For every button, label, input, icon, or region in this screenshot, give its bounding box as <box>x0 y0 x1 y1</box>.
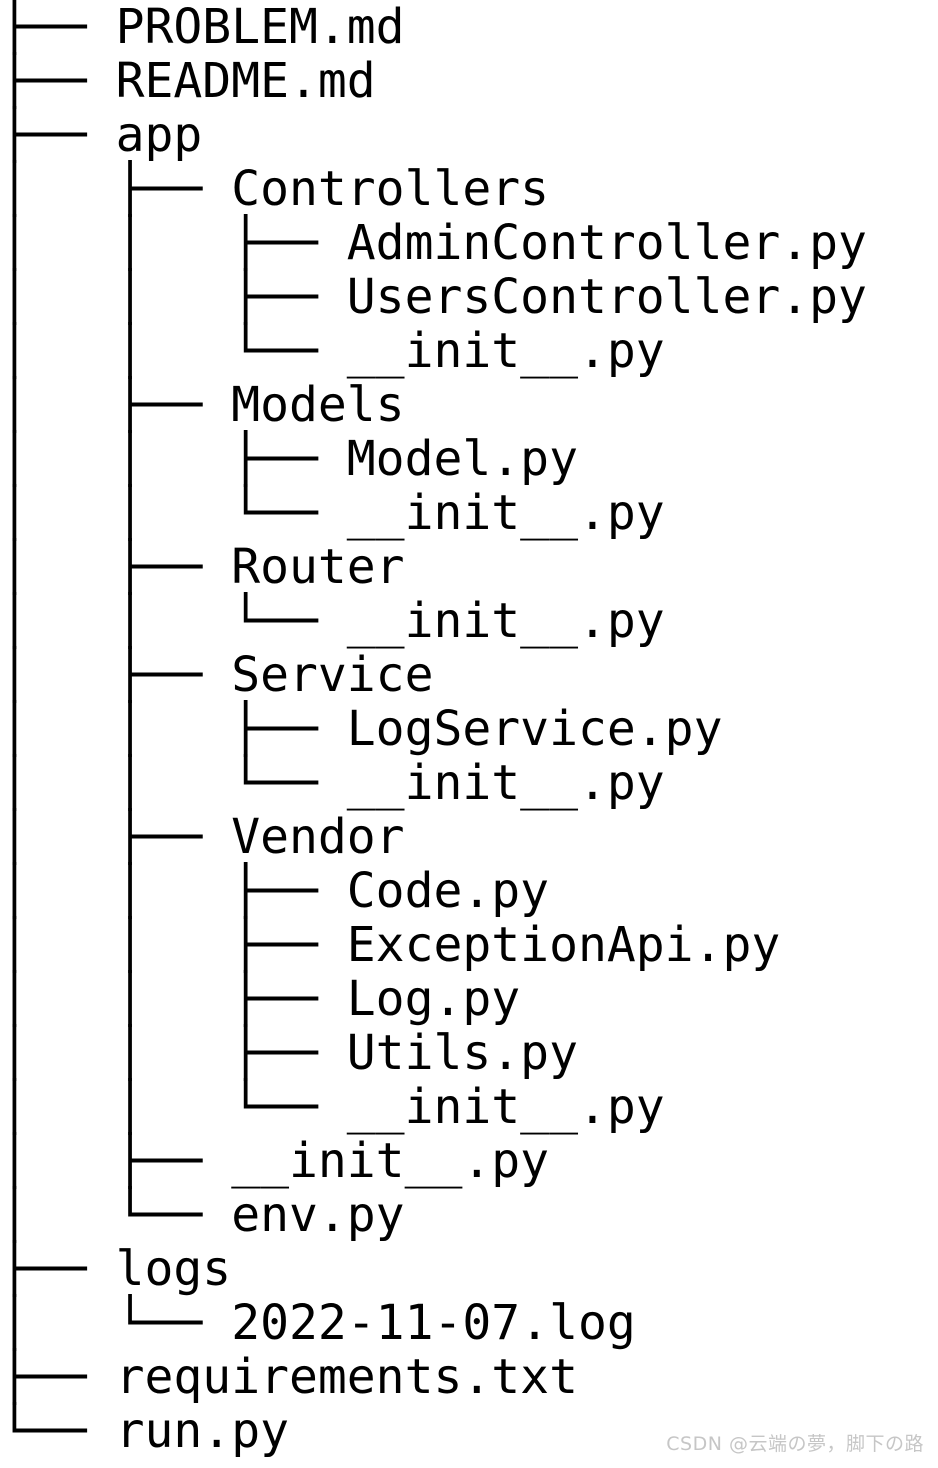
tree-row: │ │ ├── UsersController.py <box>0 270 938 324</box>
tree-branch-connector: │ │ ├── <box>0 431 347 487</box>
tree-directory-name: app <box>115 107 203 163</box>
tree-branch-connector: │ ├── <box>0 1133 232 1189</box>
tree-branch-connector: │ │ └── <box>0 593 347 649</box>
tree-file-name: AdminController.py <box>346 215 867 271</box>
tree-row: ├── logs <box>0 1242 938 1296</box>
tree-file-name: __init__.py <box>346 755 665 811</box>
tree-row: │ │ ├── ExceptionApi.py <box>0 918 938 972</box>
tree-row: │ │ ├── LogService.py <box>0 702 938 756</box>
tree-file-name: Code.py <box>346 863 550 919</box>
tree-branch-connector: │ ├── <box>0 809 232 865</box>
tree-file-name: __init__.py <box>346 323 665 379</box>
tree-branch-connector: │ │ └── <box>0 1079 347 1135</box>
tree-row: │ ├── Controllers <box>0 162 938 216</box>
tree-row: │ │ └── __init__.py <box>0 594 938 648</box>
tree-directory-name: Models <box>231 377 405 433</box>
tree-directory-name: Vendor <box>231 809 405 865</box>
tree-row: │ ├── Service <box>0 648 938 702</box>
tree-branch-connector: ├── <box>0 53 116 109</box>
tree-directory-name: Router <box>231 539 405 595</box>
tree-row: ├── app <box>0 108 938 162</box>
tree-directory-name: Controllers <box>231 161 550 217</box>
tree-branch-connector: └── <box>0 1403 116 1459</box>
tree-row: │ │ └── __init__.py <box>0 1080 938 1134</box>
tree-row: │ │ └── __init__.py <box>0 756 938 810</box>
tree-file-name: UsersController.py <box>346 269 867 325</box>
tree-file-name: PROBLEM.md <box>115 0 405 55</box>
tree-branch-connector: ├── <box>0 1241 116 1297</box>
tree-row: │ │ ├── Log.py <box>0 972 938 1026</box>
tree-file-name: ExceptionApi.py <box>346 917 781 973</box>
tree-file-name: __init__.py <box>346 593 665 649</box>
tree-row: │ │ └── __init__.py <box>0 324 938 378</box>
tree-branch-connector: │ │ ├── <box>0 215 347 271</box>
tree-branch-connector: │ │ ├── <box>0 701 347 757</box>
tree-row: ├── PROBLEM.md <box>0 0 938 54</box>
tree-branch-connector: ├── <box>0 1349 116 1405</box>
tree-row: │ │ ├── Model.py <box>0 432 938 486</box>
tree-branch-connector: │ │ └── <box>0 755 347 811</box>
tree-branch-connector: │ └── <box>0 1295 232 1351</box>
tree-branch-connector: │ ├── <box>0 161 232 217</box>
tree-row: │ │ ├── Code.py <box>0 864 938 918</box>
tree-branch-connector: │ ├── <box>0 647 232 703</box>
tree-branch-connector: │ │ ├── <box>0 971 347 1027</box>
tree-file-name: __init__.py <box>346 1079 665 1135</box>
tree-row: └── run.py <box>0 1404 938 1458</box>
tree-file-name: Log.py <box>346 971 521 1027</box>
tree-branch-connector: ├── <box>0 107 116 163</box>
tree-directory-name: Service <box>231 647 434 703</box>
tree-row: │ │ ├── Utils.py <box>0 1026 938 1080</box>
tree-file-name: __init__.py <box>231 1133 550 1189</box>
tree-file-name: LogService.py <box>346 701 723 757</box>
tree-row: ├── README.md <box>0 54 938 108</box>
tree-row: │ ├── __init__.py <box>0 1134 938 1188</box>
tree-file-name: README.md <box>115 53 376 109</box>
tree-file-name: env.py <box>231 1187 405 1243</box>
tree-row: │ ├── Router <box>0 540 938 594</box>
tree-row: ├── requirements.txt <box>0 1350 938 1404</box>
tree-file-name: Utils.py <box>346 1025 578 1081</box>
tree-branch-connector: │ │ ├── <box>0 1025 347 1081</box>
tree-branch-connector: │ ├── <box>0 539 232 595</box>
tree-row: │ ├── Vendor <box>0 810 938 864</box>
tree-file-name: Model.py <box>346 431 578 487</box>
tree-file-name: requirements.txt <box>115 1349 578 1405</box>
tree-file-name: run.py <box>115 1403 289 1459</box>
csdn-watermark: CSDN @云端の夢，脚下の路 <box>666 1433 924 1455</box>
tree-row: │ ├── Models <box>0 378 938 432</box>
tree-row: │ └── env.py <box>0 1188 938 1242</box>
tree-branch-connector: │ │ ├── <box>0 863 347 919</box>
tree-file-name: 2022-11-07.log <box>231 1295 636 1351</box>
tree-row: │ │ ├── AdminController.py <box>0 216 938 270</box>
tree-branch-connector: │ │ └── <box>0 485 347 541</box>
tree-branch-connector: ├── <box>0 0 116 55</box>
tree-branch-connector: │ │ ├── <box>0 917 347 973</box>
tree-branch-connector: │ └── <box>0 1187 232 1243</box>
tree-branch-connector: │ │ ├── <box>0 269 347 325</box>
tree-branch-connector: │ │ └── <box>0 323 347 379</box>
tree-row: │ │ └── __init__.py <box>0 486 938 540</box>
tree-directory-name: logs <box>115 1241 232 1297</box>
tree-branch-connector: │ ├── <box>0 377 232 433</box>
tree-row: │ └── 2022-11-07.log <box>0 1296 938 1350</box>
tree-file-name: __init__.py <box>346 485 665 541</box>
